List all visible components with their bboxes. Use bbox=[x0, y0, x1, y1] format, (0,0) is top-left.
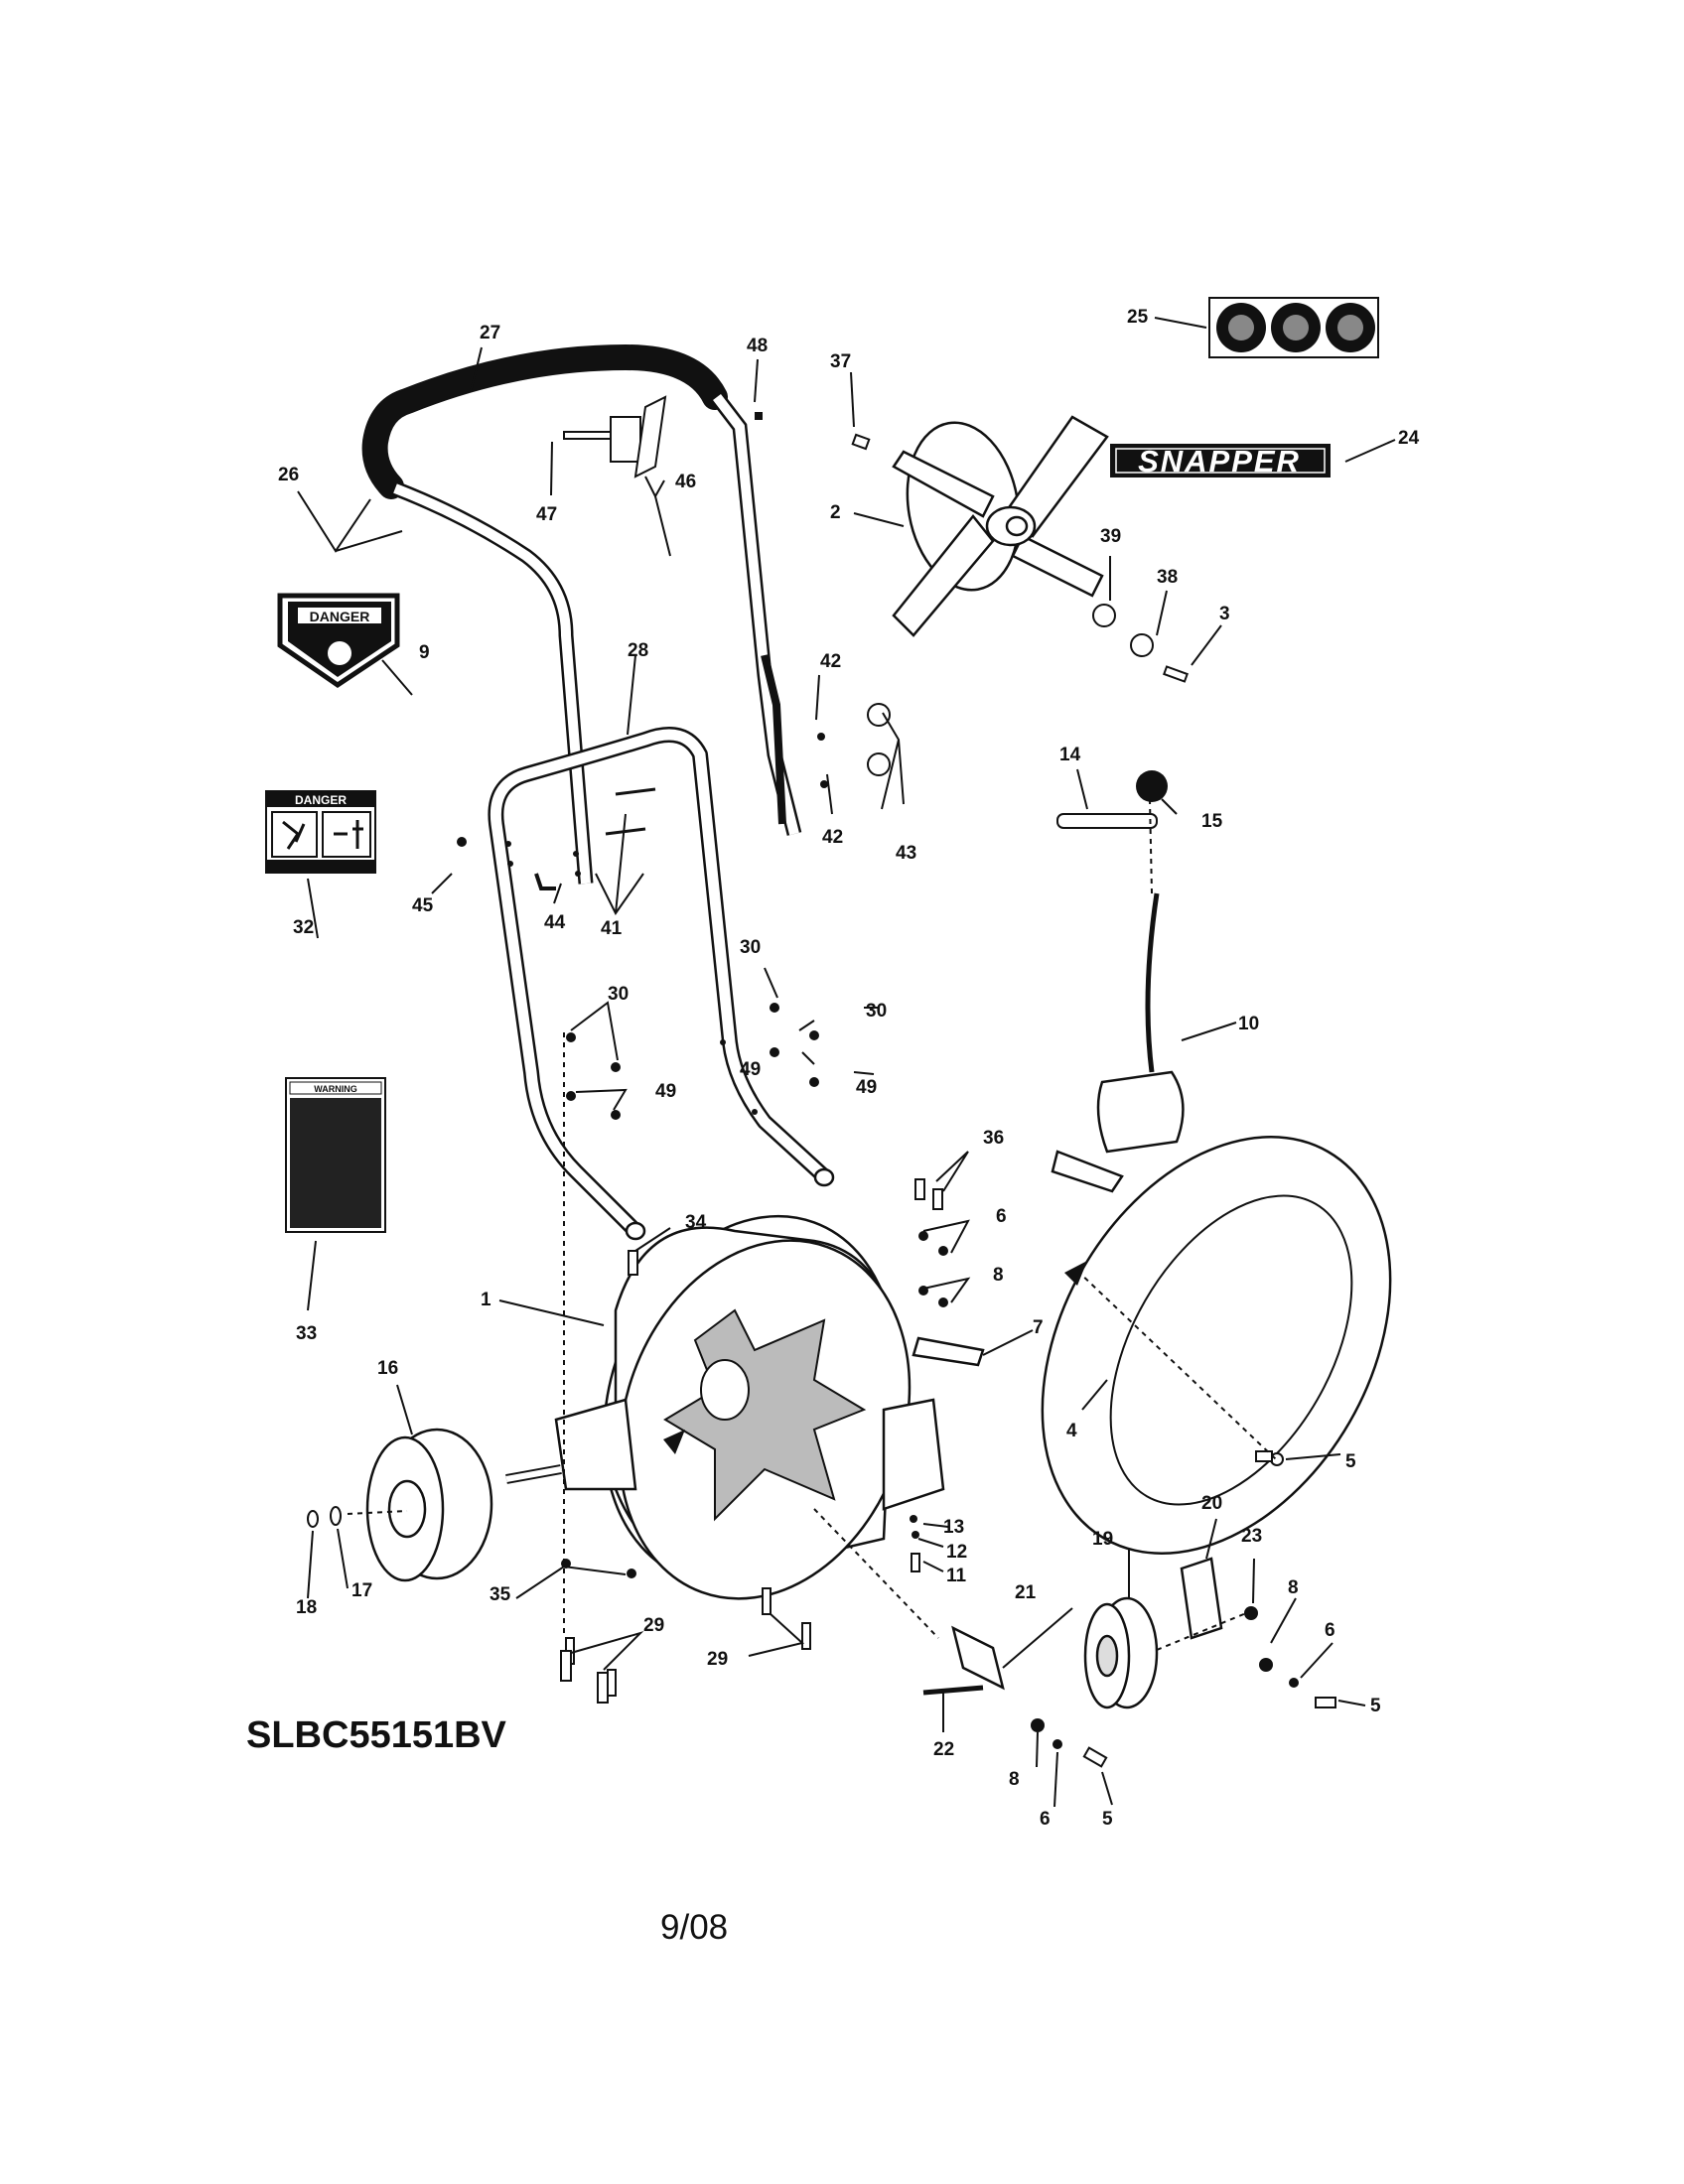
callout-29b: 29 bbox=[707, 1649, 728, 1670]
callout-39: 39 bbox=[1100, 526, 1121, 547]
lower-frame bbox=[488, 727, 835, 1241]
callout-30a: 30 bbox=[740, 937, 761, 958]
callout-11: 11 bbox=[946, 1566, 967, 1586]
caster-wheel bbox=[1083, 1596, 1159, 1709]
spring-14 bbox=[1056, 813, 1158, 829]
danger-9-text: DANGER bbox=[310, 609, 370, 624]
callout-30c: 30 bbox=[866, 1001, 887, 1022]
callout-19: 19 bbox=[1092, 1529, 1113, 1550]
callout-44: 44 bbox=[544, 912, 566, 933]
callout-9: 9 bbox=[419, 642, 430, 663]
callout-49a: 49 bbox=[740, 1059, 761, 1080]
callout-6a: 6 bbox=[996, 1206, 1007, 1227]
decal-25-safety-icons bbox=[1208, 297, 1379, 358]
callout-47: 47 bbox=[536, 504, 557, 525]
callout-numbers: 27 26 9 47 46 48 37 2 39 38 3 25 24 14 1… bbox=[278, 307, 1420, 1830]
callout-21: 21 bbox=[1015, 1582, 1037, 1603]
deflector-rod bbox=[1145, 892, 1160, 1073]
decal-24-snapper: SNAPPER bbox=[1110, 444, 1331, 478]
fasteners bbox=[307, 395, 1336, 1768]
callout-12: 12 bbox=[946, 1542, 967, 1563]
callout-16: 16 bbox=[377, 1358, 398, 1379]
deflector-10-stem bbox=[1051, 1150, 1124, 1193]
decal-33-warning: WARNING bbox=[285, 1077, 386, 1233]
callout-1: 1 bbox=[481, 1290, 491, 1310]
callout-43: 43 bbox=[896, 843, 916, 864]
callout-45: 45 bbox=[412, 895, 434, 916]
impeller bbox=[892, 415, 1109, 637]
callout-17: 17 bbox=[351, 1580, 372, 1601]
callout-8b: 8 bbox=[1288, 1577, 1299, 1598]
callout-34: 34 bbox=[685, 1212, 707, 1233]
callout-48: 48 bbox=[747, 336, 768, 356]
callout-49c: 49 bbox=[856, 1077, 877, 1098]
model-number: SLBC55151BV bbox=[246, 1714, 507, 1756]
decal-9-danger: DANGER bbox=[277, 593, 400, 689]
callout-10: 10 bbox=[1238, 1014, 1259, 1034]
callout-6c: 6 bbox=[1040, 1809, 1051, 1830]
callout-24: 24 bbox=[1398, 428, 1420, 449]
deflector-10 bbox=[1096, 1070, 1185, 1154]
leader-lines bbox=[297, 317, 1396, 1808]
callout-27: 27 bbox=[480, 323, 500, 343]
main-wheel bbox=[365, 1428, 493, 1582]
callout-33: 33 bbox=[296, 1323, 317, 1344]
callout-46: 46 bbox=[675, 472, 696, 492]
callout-5c: 5 bbox=[1102, 1809, 1113, 1830]
callout-36: 36 bbox=[983, 1128, 1004, 1149]
callout-13: 13 bbox=[943, 1517, 964, 1538]
revision-date: 9/08 bbox=[660, 1908, 728, 1947]
caster-bracket-20 bbox=[1180, 1557, 1223, 1640]
callout-14: 14 bbox=[1059, 745, 1081, 765]
callout-25: 25 bbox=[1127, 307, 1149, 328]
danger-32-text: DANGER bbox=[295, 793, 347, 807]
callout-3: 3 bbox=[1219, 604, 1230, 624]
callout-5a: 5 bbox=[1345, 1451, 1356, 1472]
callout-18: 18 bbox=[296, 1597, 317, 1618]
callout-30b: 30 bbox=[608, 984, 629, 1005]
callout-23: 23 bbox=[1241, 1526, 1262, 1547]
callout-7: 7 bbox=[1033, 1317, 1044, 1338]
decal-32-danger: DANGER bbox=[265, 790, 376, 874]
callout-49b: 49 bbox=[655, 1081, 676, 1102]
callout-15: 15 bbox=[1201, 811, 1223, 832]
callout-28: 28 bbox=[628, 640, 648, 661]
callout-8c: 8 bbox=[1009, 1769, 1020, 1790]
blower-housing bbox=[505, 1214, 945, 1600]
callout-2: 2 bbox=[830, 502, 841, 523]
callout-32: 32 bbox=[293, 917, 314, 938]
callout-42b: 42 bbox=[822, 827, 843, 848]
callout-5b: 5 bbox=[1370, 1696, 1381, 1716]
callout-20: 20 bbox=[1201, 1493, 1222, 1514]
knob-15 bbox=[1136, 770, 1168, 802]
warning-33-text: WARNING bbox=[314, 1084, 357, 1094]
callout-8a: 8 bbox=[993, 1265, 1004, 1286]
callout-37: 37 bbox=[830, 351, 851, 372]
snapper-logo-text: SNAPPER bbox=[1138, 444, 1301, 478]
callout-6b: 6 bbox=[1325, 1620, 1335, 1641]
callout-42a: 42 bbox=[820, 651, 841, 672]
plate-7 bbox=[912, 1336, 985, 1367]
caster-bracket-21 bbox=[951, 1625, 1005, 1691]
side-cover bbox=[1041, 1136, 1392, 1555]
callout-4: 4 bbox=[1066, 1421, 1077, 1441]
callout-41: 41 bbox=[601, 918, 623, 939]
callout-29a: 29 bbox=[643, 1615, 664, 1636]
callout-35: 35 bbox=[490, 1584, 511, 1605]
upper-handle bbox=[361, 329, 802, 885]
callout-22: 22 bbox=[933, 1739, 954, 1760]
callout-38: 38 bbox=[1157, 567, 1178, 588]
callout-26: 26 bbox=[278, 465, 299, 485]
